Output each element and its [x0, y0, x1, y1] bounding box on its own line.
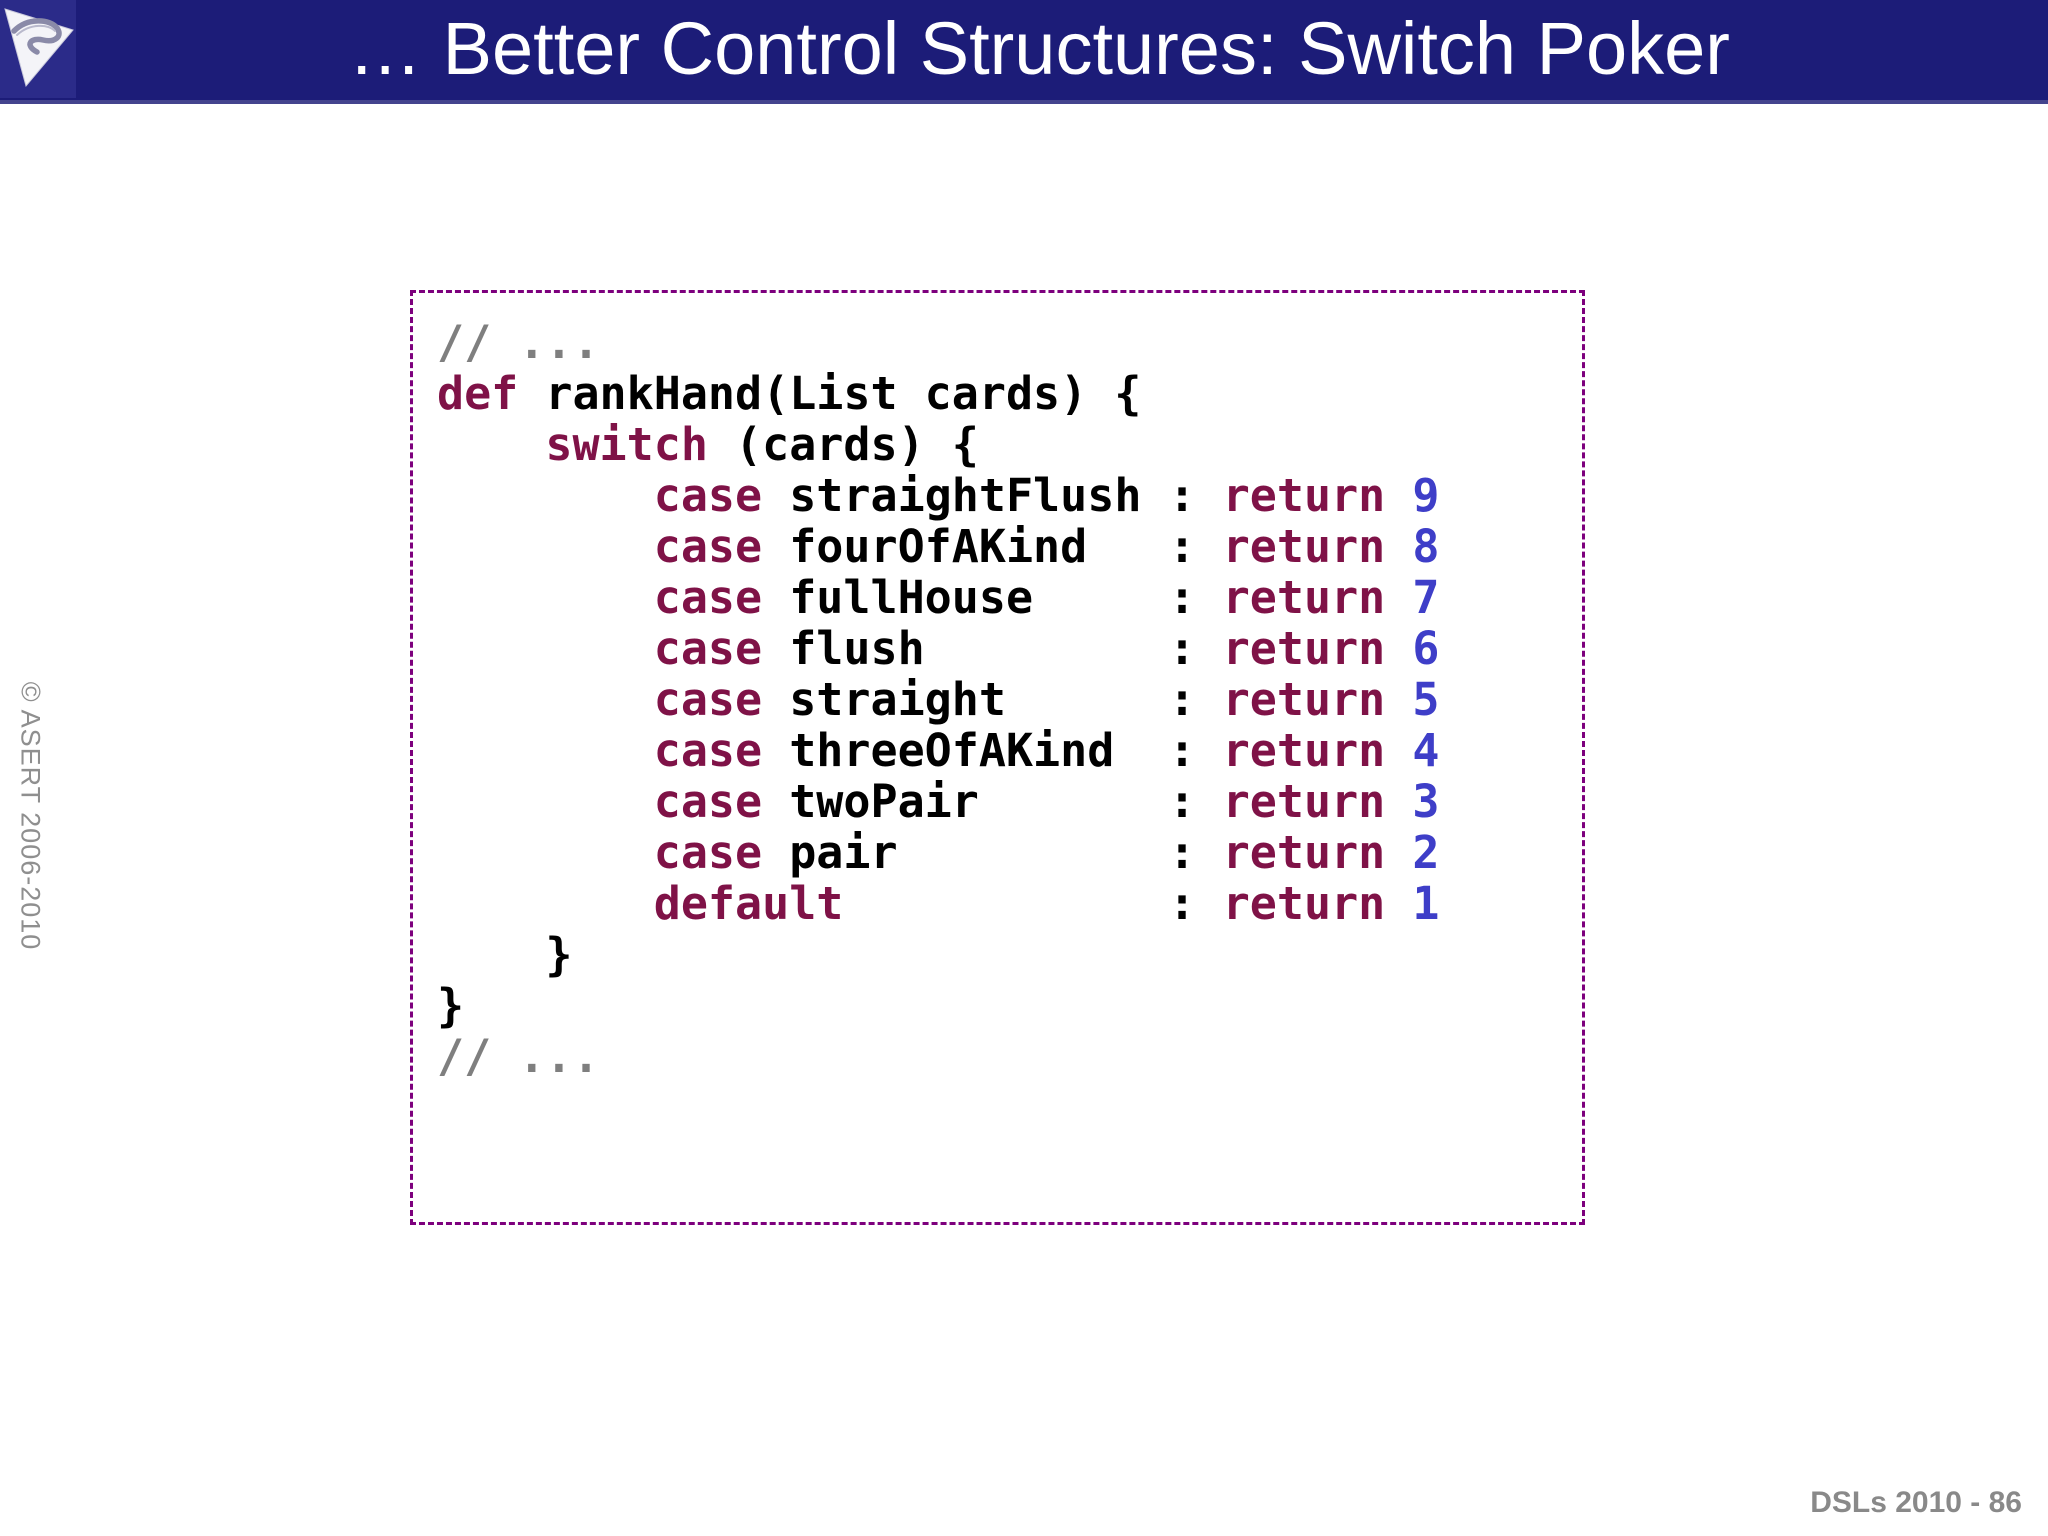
code-line: switch (cards) {	[545, 418, 979, 471]
code-line: }	[437, 979, 465, 1032]
code-line: // ...	[437, 1030, 600, 1083]
asert-logo	[0, 0, 76, 98]
code-line: case threeOfAKind : return 4	[653, 724, 1440, 777]
code-line: case straight : return 5	[653, 673, 1440, 726]
code-line: case fourOfAKind : return 8	[653, 520, 1440, 573]
code-line: case fullHouse : return 7	[653, 571, 1440, 624]
code-panel: // ...def rankHand(List cards) { switch …	[410, 290, 1585, 1225]
code-line: def rankHand(List cards) {	[437, 367, 1142, 420]
code-block: // ...def rankHand(List cards) { switch …	[413, 293, 1582, 1082]
page-title: … Better Control Structures: Switch Poke…	[348, 6, 1730, 90]
code-line: case pair : return 2	[653, 826, 1440, 879]
triangle-s-logo-icon	[0, 0, 76, 98]
code-line: case twoPair : return 3	[653, 775, 1440, 828]
code-line: case straightFlush : return 9	[653, 469, 1440, 522]
header-bar: … Better Control Structures: Switch Poke…	[0, 0, 2048, 104]
code-line: case flush : return 6	[653, 622, 1440, 675]
footer-page-number: DSLs 2010 - 86	[1810, 1486, 2022, 1519]
code-line: default : return 1	[653, 877, 1440, 930]
code-line: }	[437, 928, 573, 981]
copyright-vertical-text: © ASERT 2006-2010	[15, 681, 46, 951]
code-line: // ...	[437, 316, 600, 369]
